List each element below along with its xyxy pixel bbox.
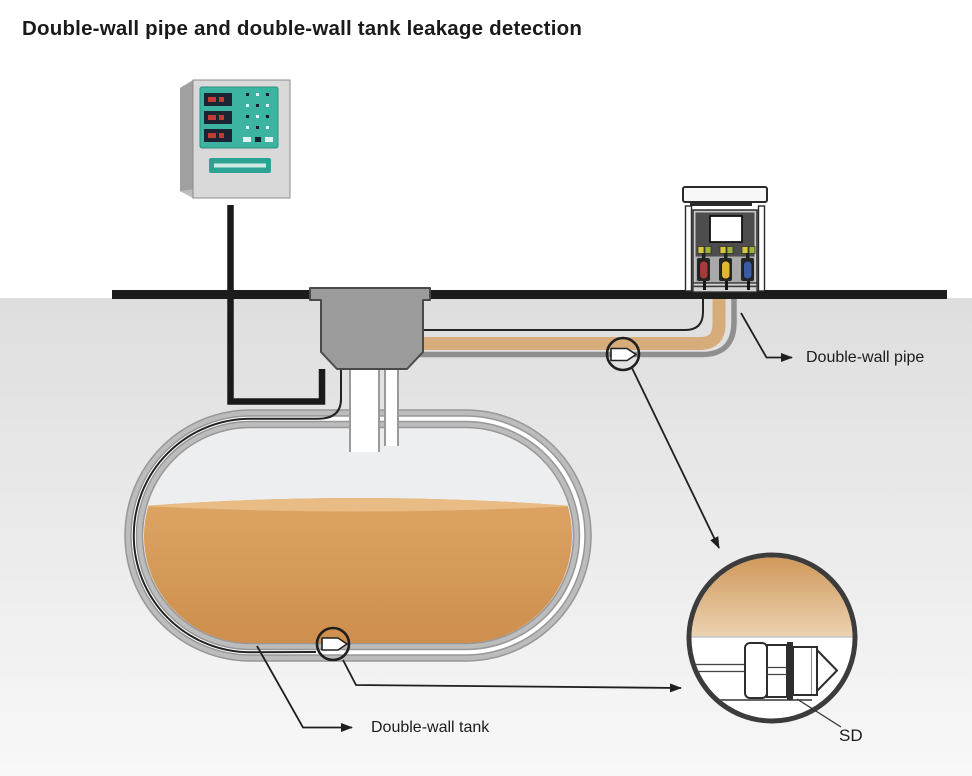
tank-label-arrow [256,645,353,732]
controller-display-icon [204,93,232,142]
pipe-label-arrow [740,312,793,362]
fuel-dispenser [682,186,768,293]
pipe-sensor-circle [605,336,641,372]
page-title: Double-wall pipe and double-wall tank le… [22,17,583,40]
dispenser-screen [709,215,743,243]
pipe-sensor [605,336,641,372]
label-double-wall-tank: Double-wall tank [371,719,490,736]
tank-sensor-circle [315,626,351,662]
nozzle-red-icon [699,260,709,280]
product-pipe [415,291,726,350]
sensor-probe-rod [691,663,749,673]
label-sd: SD [839,726,863,745]
tank-sensor-to-detail-arrow [342,659,682,693]
sensor-tip [816,649,838,692]
nozzle-blue-icon [743,260,753,280]
label-double-wall-pipe: Double-wall pipe [806,349,925,366]
nozzle-yellow-icon [721,260,731,280]
detail-circle [686,552,858,728]
leader-lines [256,312,793,732]
nozzles [699,253,753,280]
ground-surface [112,290,947,299]
tank-riser-pipes [349,368,399,452]
storage-tank [124,368,592,662]
pipe-bottom-wall [415,299,737,358]
dispenser-canopy [682,186,768,203]
pipe-containment-line [415,299,704,331]
dispenser-post [684,205,693,292]
tank-fuel [144,498,572,643]
double-wall-pipe-run [415,291,737,358]
cabinet-side [180,80,193,198]
pipe-sensor-to-detail-arrow [631,367,720,549]
sd-leader-line [796,698,842,728]
controller-cabinet [180,79,291,199]
tank-sensor [315,626,351,662]
console-signal-cable [227,205,326,405]
dispenser-post [757,205,766,292]
controller-button-grid-icon [243,93,273,142]
tank-sensor-cable [132,369,342,654]
tank-sensor-icon [321,637,348,651]
price-tag-icons [697,246,756,254]
pipe-sensor-icon [610,347,637,362]
sump-manhole [309,287,431,370]
